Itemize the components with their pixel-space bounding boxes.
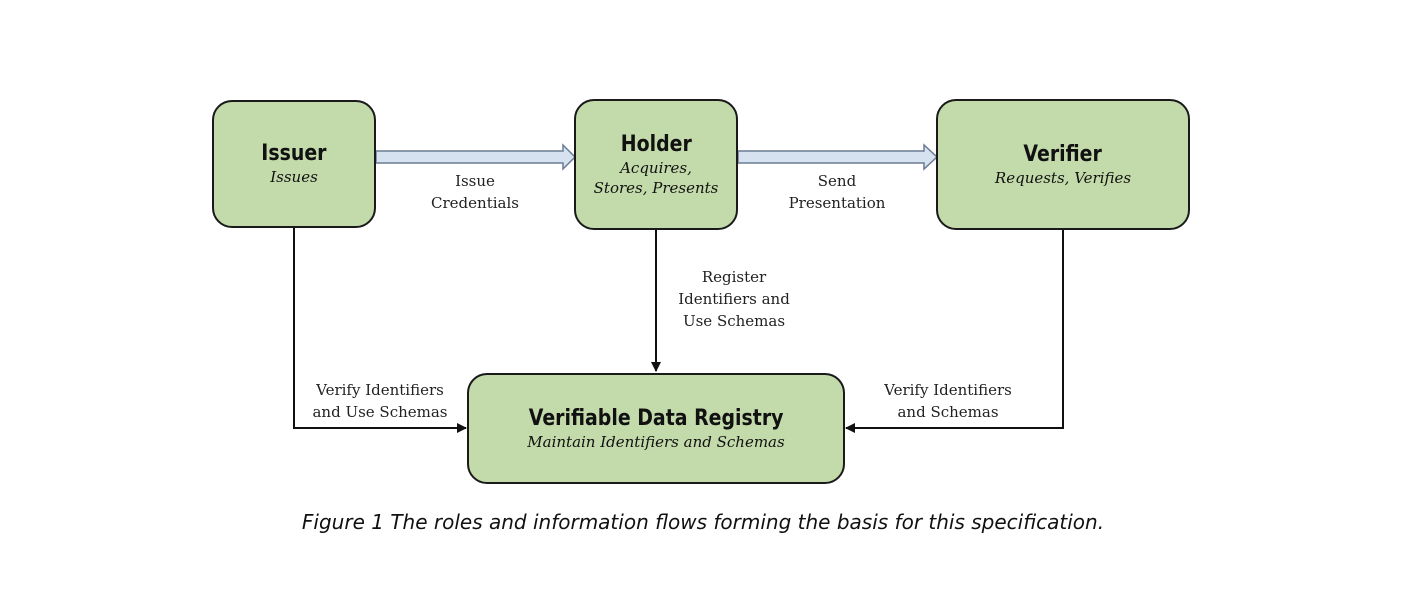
- issue-credentials-arrow: [375, 143, 577, 171]
- holder-node: Holder Acquires, Stores, Presents: [574, 99, 738, 230]
- registry-node: Verifiable Data Registry Maintain Identi…: [467, 373, 845, 484]
- verifier-registry-label: Verify Identifiers and Schemas: [884, 381, 1012, 421]
- issue-credentials-label: Issue Credentials: [431, 172, 519, 212]
- registry-title: Verifiable Data Registry: [528, 405, 784, 431]
- issuer-registry-arrow: [293, 228, 467, 433]
- issuer-registry-label: Verify Identifiers and Use Schemas: [312, 381, 448, 421]
- holder-subtitle: Acquires, Stores, Presents: [593, 158, 719, 197]
- issuer-subtitle: Issues: [270, 168, 318, 186]
- verifier-node: Verifier Requests, Verifies: [936, 99, 1190, 230]
- registry-subtitle: Maintain Identifiers and Schemas: [527, 432, 785, 451]
- holder-registry-label: Register Identifiers and Use Schemas: [678, 268, 790, 330]
- holder-title: Holder: [620, 131, 692, 157]
- send-presentation-arrow: [737, 143, 939, 171]
- issuer-title: Issuer: [261, 141, 327, 166]
- issuer-node: Issuer Issues: [212, 100, 376, 228]
- figure-caption: Figure 1 The roles and information flows…: [301, 510, 1105, 534]
- verifier-registry-arrow: [845, 230, 1064, 433]
- send-presentation-label: Send Presentation: [788, 172, 886, 212]
- verifier-subtitle: Requests, Verifies: [994, 168, 1132, 187]
- verifier-title: Verifier: [1023, 141, 1103, 167]
